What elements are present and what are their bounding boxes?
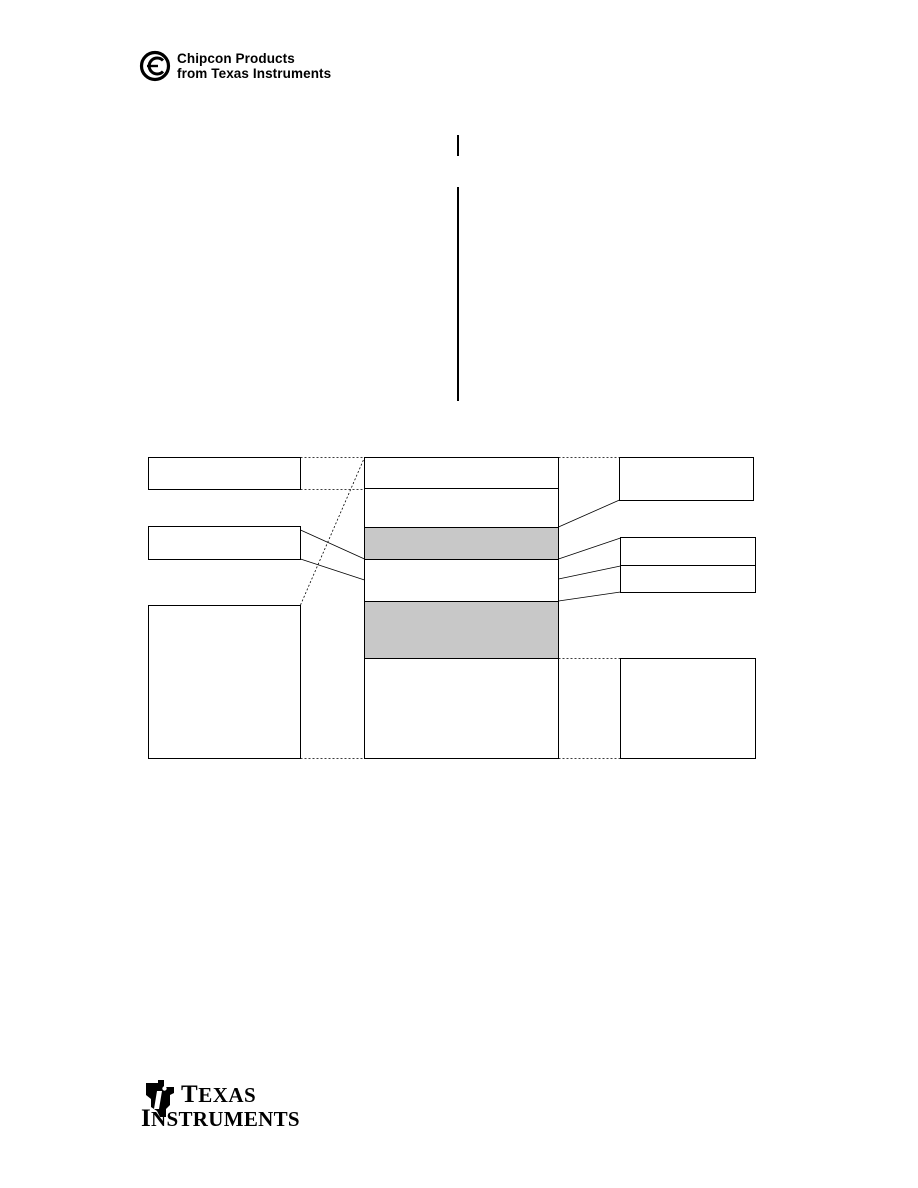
- right-box-middle: [620, 537, 756, 566]
- texas-instruments-logo-icon: [146, 1080, 174, 1117]
- ti-logo-line2-rest: NSTRUMENTS: [151, 1107, 300, 1131]
- ti-logo-line2: INSTRUMENTS: [141, 1105, 300, 1132]
- center-shaded-segment-2: [364, 601, 559, 659]
- connector-right-lower: [558, 591, 621, 602]
- ti-logo-line1: TEXAS: [181, 1081, 257, 1108]
- left-box-bottom: [148, 605, 301, 759]
- ti-logo-line1-cap: T: [181, 1081, 199, 1108]
- connector-right-middle-top: [558, 537, 621, 560]
- chipcon-logo-text: Chipcon Products from Texas Instruments: [177, 51, 332, 81]
- change-bar-main: [457, 187, 459, 401]
- change-bar-top: [457, 135, 459, 156]
- right-box-lower: [620, 565, 756, 593]
- connector-left-middle-top: [300, 529, 365, 560]
- right-box-bottom: [620, 658, 756, 759]
- chipcon-logo-line2: from Texas Instruments: [177, 65, 332, 81]
- center-shaded-segment-1: [364, 527, 559, 560]
- ti-logo-line1-rest: EXAS: [198, 1083, 257, 1107]
- connector-right-top: [558, 499, 620, 528]
- chipcon-logo-icon: [139, 50, 171, 82]
- connector-right-middle-bottom: [558, 565, 621, 580]
- right-box-top: [619, 457, 754, 501]
- chipcon-logo-line1: Chipcon Products: [177, 51, 295, 66]
- left-box-top: [148, 457, 301, 490]
- connector-left-middle-bottom: [300, 558, 365, 581]
- ti-logo-line2-cap: I: [141, 1105, 152, 1132]
- left-box-middle: [148, 526, 301, 560]
- dashed-left-diagonal: [300, 457, 365, 606]
